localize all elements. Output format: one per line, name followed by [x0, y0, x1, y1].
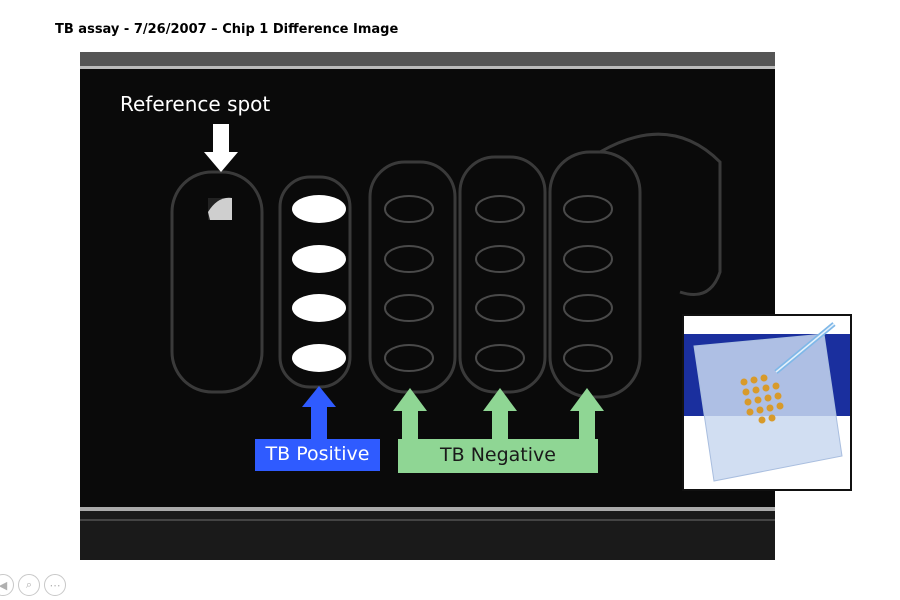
- reference-arrow-shaft: [213, 124, 229, 154]
- channel-outline-5: [548, 150, 642, 399]
- negative-spot-c2-r4: [475, 344, 525, 372]
- tb-negative-label: TB Negative: [440, 444, 556, 466]
- microarray-inset: [682, 314, 852, 491]
- negative-spot-c1-r2: [384, 245, 434, 273]
- negative-spot-c3-r3: [563, 294, 613, 322]
- slide-nav-controls: ◀ ⌕ ⋯: [0, 574, 82, 598]
- chip-top-edge-highlight: [80, 66, 775, 69]
- tb-positive-box: TB Positive: [255, 439, 380, 471]
- inset-pipette-highlight: [775, 323, 835, 373]
- negative-arrows: [393, 388, 604, 441]
- positive-spots: [292, 195, 346, 372]
- slide-title: TB assay - 7/26/2007 – Chip 1 Difference…: [55, 22, 399, 37]
- chip-bottom-edge: [80, 507, 775, 511]
- reference-spot-highlight: [208, 197, 232, 220]
- negative-arrow-head-1: [393, 388, 427, 411]
- negative-arrow-shaft-1: [402, 411, 418, 441]
- channel-outline-2: [278, 175, 352, 389]
- zoom-icon[interactable]: ⌕: [18, 574, 40, 596]
- reference-spot: [208, 197, 232, 220]
- reference-spot-label: Reference spot: [120, 92, 271, 116]
- chip-top-edge: [80, 52, 775, 66]
- channel-outline-6: [599, 132, 722, 296]
- positive-arrow-shaft: [311, 407, 327, 439]
- negative-arrow-shaft-2: [492, 411, 508, 441]
- inset-spot-grid: [740, 374, 784, 424]
- negative-spot-c2-r3: [475, 294, 525, 322]
- channel-outlines: [170, 132, 722, 399]
- negative-arrow-shaft-3: [579, 411, 595, 441]
- negative-spot-c1-r3: [384, 294, 434, 322]
- reference-arrow-head: [204, 152, 238, 172]
- negative-spot-c3-r4: [563, 344, 613, 372]
- negative-spots: [384, 195, 613, 372]
- positive-spot-1: [292, 195, 346, 223]
- chip-difference-image: Reference spot TB Positive TB Negative: [80, 52, 775, 560]
- negative-spot-c2-r2: [475, 245, 525, 273]
- negative-spot-c2-r1: [475, 195, 525, 223]
- positive-arrow-head: [302, 386, 336, 407]
- negative-spot-c3-r1: [563, 195, 613, 223]
- channel-outline-1: [170, 170, 264, 394]
- reference-arrow: [204, 124, 238, 172]
- more-icon[interactable]: ⋯: [44, 574, 66, 596]
- negative-arrow-head-3: [570, 388, 604, 411]
- tb-positive-label: TB Positive: [265, 443, 370, 465]
- negative-arrow-head-2: [483, 388, 517, 411]
- channel-outline-4: [458, 155, 547, 394]
- microarray-chip-icon: [684, 316, 850, 489]
- inset-top-white: [684, 316, 850, 334]
- negative-spot-c3-r2: [563, 245, 613, 273]
- tb-negative-box: TB Negative: [398, 439, 598, 473]
- positive-spot-3: [292, 294, 346, 322]
- positive-spot-4: [292, 344, 346, 372]
- positive-spot-2: [292, 245, 346, 273]
- chip-image-svg: [80, 52, 775, 560]
- previous-icon[interactable]: ◀: [0, 574, 14, 596]
- chip-bottom-area: [80, 511, 775, 560]
- positive-arrow: [302, 386, 336, 439]
- negative-spot-c1-r1: [384, 195, 434, 223]
- negative-spot-c1-r4: [384, 344, 434, 372]
